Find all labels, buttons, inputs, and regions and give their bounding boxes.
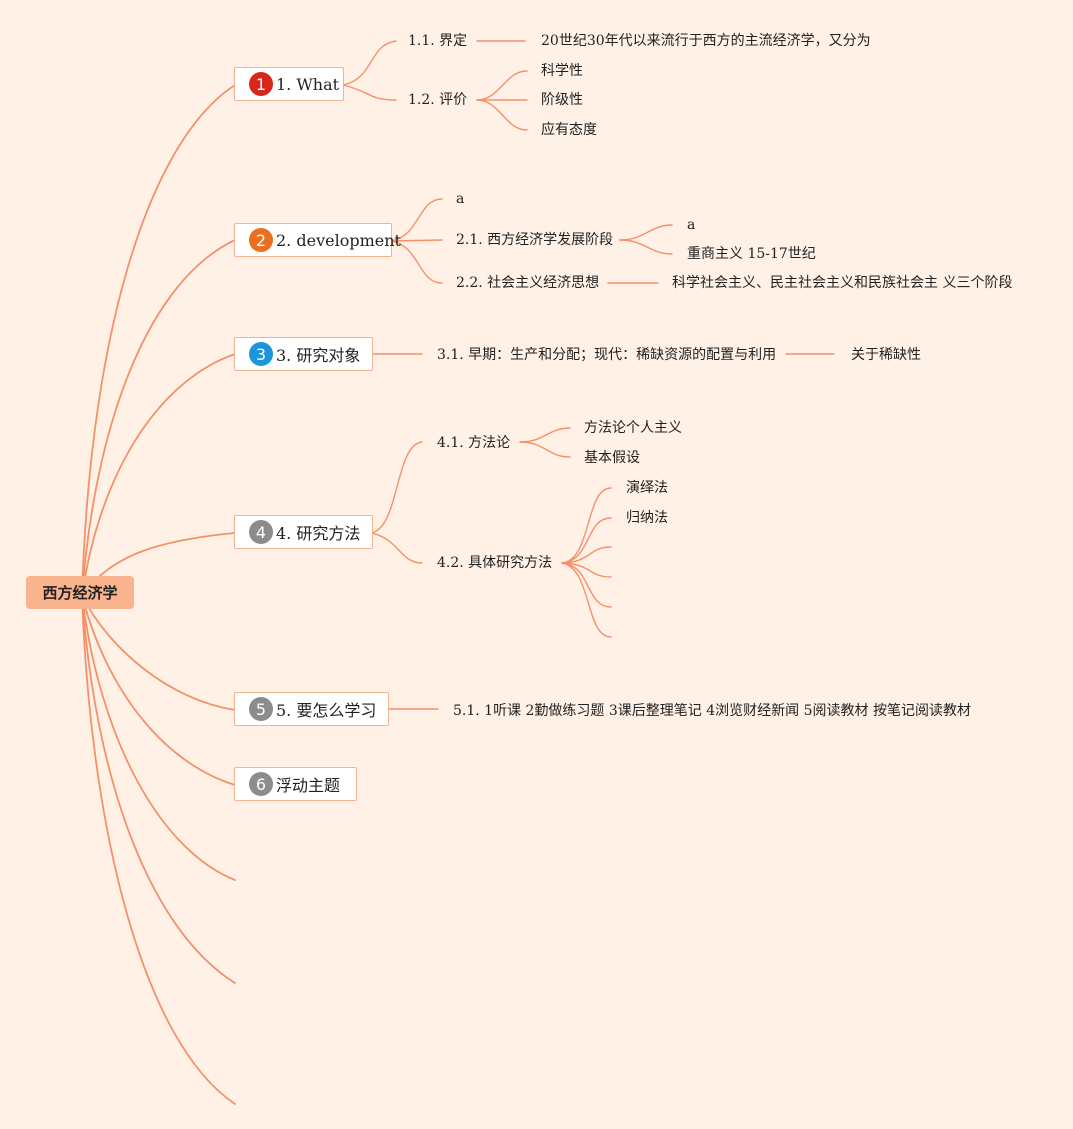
priority-5-icon: 5	[249, 697, 273, 721]
subtopic-3-1[interactable]: 3.1. 早期：生产和分配；现代：稀缺资源的配置与利用	[437, 347, 777, 363]
topic-research-object-label: 3. 研究对象	[276, 346, 361, 365]
subtopic-2-2[interactable]: 2.2. 社会主义经济思想	[456, 275, 600, 291]
topic-research-object[interactable]: 3 3. 研究对象	[234, 337, 373, 371]
subtopic-1-2[interactable]: 1.2. 评价	[408, 92, 468, 108]
connector-4-2-d	[561, 562, 612, 578]
connector-4-2-b	[561, 517, 612, 564]
subtopic-1-2-1[interactable]: 科学性	[541, 63, 583, 79]
topic-floating-label: 浮动主题	[276, 776, 341, 795]
topic-research-method[interactable]: 4 4. 研究方法	[234, 515, 373, 549]
subtopic-2-a[interactable]: a	[456, 191, 465, 207]
connector-root-empty-2	[81, 595, 236, 984]
connector-4-1-a	[519, 427, 571, 443]
connector-4-2	[371, 532, 423, 564]
topic-research-method-label: 4. 研究方法	[276, 524, 361, 543]
connector-2-1	[390, 239, 443, 242]
connector-1-2-c	[476, 99, 528, 131]
subtopic-2-1-a[interactable]: a	[687, 217, 696, 233]
subtopic-4-1-1[interactable]: 方法论个人主义	[584, 420, 682, 436]
subtopic-4-2-2[interactable]: 归纳法	[626, 510, 668, 526]
connector-root-topic-5	[81, 595, 236, 711]
subtopic-1-1-1[interactable]: 20世纪30年代以来流行于西方的主流经济学，又分为	[541, 33, 871, 49]
subtopic-4-2[interactable]: 4.2. 具体研究方法	[437, 555, 553, 571]
subtopic-1-2-2[interactable]: 阶级性	[541, 92, 583, 108]
priority-1-icon: 1	[249, 72, 273, 96]
subtopic-2-2-1[interactable]: 科学社会主义、民主社会主义和民族社会主 义三个阶段	[672, 275, 1013, 291]
connector-root-topic-2	[81, 239, 236, 597]
root-topic[interactable]: 西方经济学	[26, 576, 134, 609]
connector-4-1-b	[519, 441, 571, 458]
connector-2-1-b	[619, 239, 673, 255]
connector-1-2	[342, 84, 397, 101]
connector-root-topic-1	[81, 84, 236, 597]
connector-2-2	[390, 240, 443, 284]
subtopic-5-1[interactable]: 5.1. 1听课 2勤做练习题 3课后整理笔记 4浏览财经新闻 5阅读教材 按笔…	[453, 703, 971, 719]
topic-what[interactable]: 1 1. What	[234, 67, 344, 101]
priority-2-icon: 2	[249, 228, 273, 252]
connector-1-2-a	[476, 70, 528, 101]
subtopic-2-1[interactable]: 2.1. 西方经济学发展阶段	[456, 232, 614, 248]
subtopic-4-1[interactable]: 4.1. 方法论	[437, 435, 511, 451]
connector-4-2-c	[561, 546, 612, 564]
topic-what-label: 1. What	[276, 74, 340, 94]
subtopic-4-1-2[interactable]: 基本假设	[584, 450, 640, 466]
subtopic-2-1-b[interactable]: 重商主义 15-17世纪	[687, 246, 816, 262]
topic-how-to-learn[interactable]: 5 5. 要怎么学习	[234, 692, 389, 726]
connector-root-empty-3	[81, 595, 236, 1105]
connector-2-a	[390, 198, 443, 242]
subtopic-3-1-1[interactable]: 关于稀缺性	[851, 347, 921, 363]
priority-3-icon: 3	[249, 342, 273, 366]
subtopic-1-2-3[interactable]: 应有态度	[541, 122, 597, 138]
connector-4-2-a	[561, 487, 612, 564]
priority-6-icon: 6	[249, 772, 273, 796]
connector-4-1	[371, 441, 423, 534]
topic-how-to-learn-label: 5. 要怎么学习	[276, 701, 377, 720]
connector-4-2-f	[561, 562, 612, 638]
connector-root-topic-6	[81, 595, 236, 786]
subtopic-1-1[interactable]: 1.1. 界定	[408, 33, 468, 49]
topic-floating[interactable]: 6 浮动主题	[234, 767, 357, 801]
connector-2-1-a	[619, 224, 673, 241]
topic-development[interactable]: 2 2. development	[234, 223, 401, 257]
connector-1-1	[342, 40, 397, 86]
priority-4-icon: 4	[249, 520, 273, 544]
connector-root-topic-3	[81, 353, 236, 597]
connector-4-2-e	[561, 562, 612, 608]
connector-root-empty-1	[81, 595, 236, 881]
topic-development-label: 2. development	[276, 230, 401, 250]
subtopic-4-2-1[interactable]: 演绎法	[626, 480, 668, 496]
